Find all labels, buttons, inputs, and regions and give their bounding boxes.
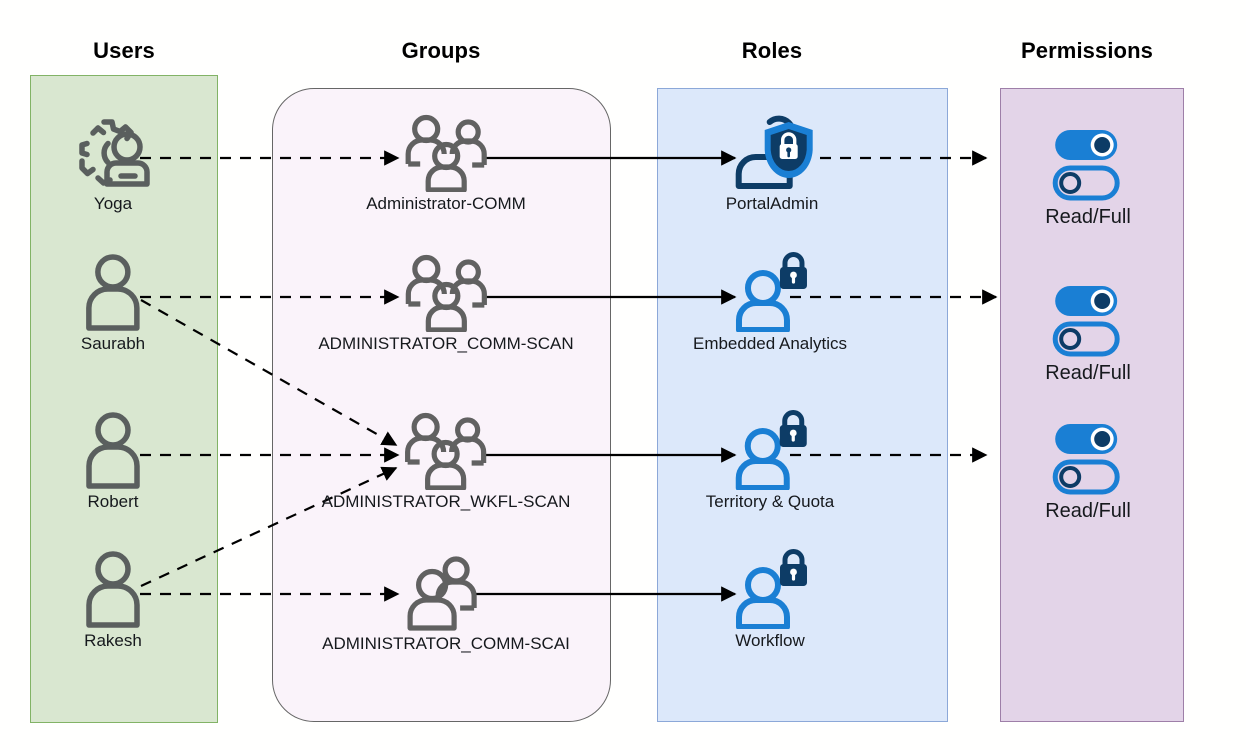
- node-permission-2[interactable]: Read/Full: [1045, 280, 1131, 385]
- column-title-users: Users: [93, 38, 155, 63]
- column-title-roles: Roles: [741, 38, 803, 63]
- user-icon: [81, 252, 145, 332]
- node-group-admin-comm-scai[interactable]: ADMINISTRATOR_COMM-SCAI: [322, 552, 570, 654]
- user-shield-lock-icon: [726, 112, 819, 192]
- user-lock-icon: [731, 549, 809, 630]
- node-label: Yoga: [93, 194, 133, 213]
- column-title-permissions: Permissions: [1021, 38, 1153, 63]
- node-label: ADMINISTRATOR_WKFL-SCAN: [321, 492, 571, 511]
- node-group-admin-comm-scan[interactable]: ADMINISTRATOR_COMM-SCAN: [318, 252, 574, 354]
- node-user-rakesh[interactable]: Rakesh: [81, 549, 145, 651]
- toggle-pair-icon: [1045, 124, 1131, 204]
- node-label: ADMINISTRATOR_COMM-SCAN: [318, 334, 574, 353]
- user-icon: [81, 549, 145, 629]
- node-label: Workflow: [735, 631, 805, 650]
- roles-container: [657, 88, 948, 722]
- node-user-robert[interactable]: Robert: [81, 410, 145, 512]
- node-label: Robert: [87, 492, 139, 511]
- node-user-saurabh[interactable]: Saurabh: [81, 252, 145, 354]
- user-lock-icon: [706, 410, 835, 491]
- user-icon: [81, 410, 145, 490]
- node-role-embedded-analytics[interactable]: Embedded Analytics: [693, 252, 847, 354]
- permissions-container: [1000, 88, 1184, 722]
- node-label: PortalAdmin: [725, 194, 819, 213]
- node-permission-1[interactable]: Read/Full: [1045, 124, 1131, 229]
- node-label: Read/Full: [1045, 206, 1131, 228]
- node-label: Embedded Analytics: [692, 334, 848, 353]
- node-label: Saurabh: [80, 334, 146, 353]
- node-permission-3[interactable]: Read/Full: [1045, 418, 1131, 523]
- node-label: Read/Full: [1045, 362, 1131, 384]
- node-label: Rakesh: [84, 631, 142, 650]
- node-role-workflow[interactable]: Workflow: [731, 549, 809, 651]
- node-user-yoga[interactable]: Yoga: [71, 112, 155, 214]
- node-role-territory-quota[interactable]: Territory & Quota: [705, 410, 835, 512]
- gear-user-icon: [71, 112, 155, 192]
- node-label: Territory & Quota: [705, 492, 835, 511]
- group-three-users-icon: [366, 112, 526, 193]
- column-title-groups: Groups: [401, 38, 481, 63]
- group-three-users-icon: [318, 252, 573, 333]
- node-role-portaladmin[interactable]: PortalAdmin: [725, 112, 819, 214]
- group-three-users-icon: [322, 410, 571, 491]
- toggle-pair-icon: [1045, 418, 1131, 498]
- node-label: Administrator-COMM: [366, 194, 526, 213]
- node-label: ADMINISTRATOR_COMM-SCAI: [322, 634, 570, 653]
- node-label: Read/Full: [1045, 500, 1131, 522]
- node-group-admin-comm[interactable]: Administrator-COMM: [366, 112, 526, 214]
- toggle-pair-icon: [1045, 280, 1131, 360]
- node-group-admin-wkfl-scan[interactable]: ADMINISTRATOR_WKFL-SCAN: [321, 410, 571, 512]
- user-lock-icon: [693, 252, 847, 333]
- group-two-users-icon: [322, 552, 570, 632]
